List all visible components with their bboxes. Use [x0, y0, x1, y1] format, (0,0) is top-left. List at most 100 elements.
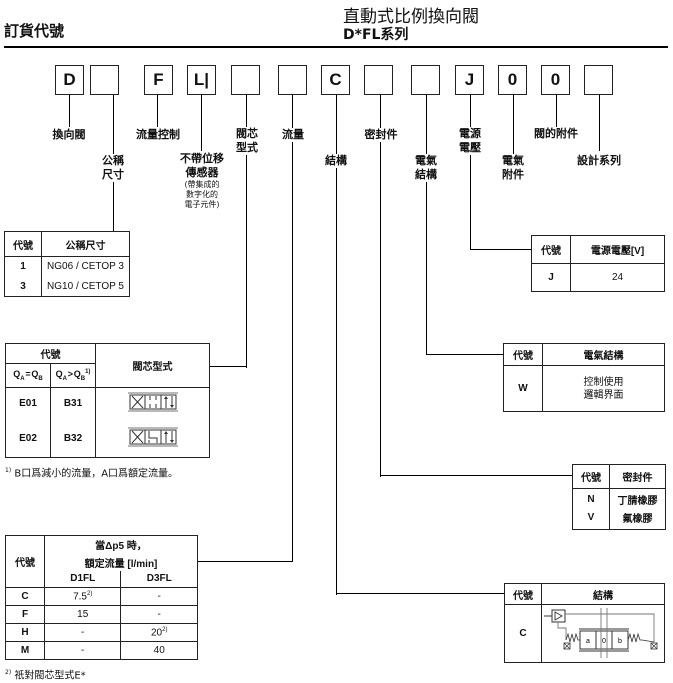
label-flow: 流量: [279, 128, 307, 142]
series-title: D*FL系列: [343, 27, 409, 43]
code-box-1: D: [55, 65, 84, 95]
cell-code: W: [503, 365, 543, 412]
code-box-9: [411, 65, 440, 95]
desc-line: 邏輯界面: [583, 389, 624, 401]
connector-line: [210, 366, 247, 368]
spool-symbol-e01-icon: [95, 387, 210, 420]
label-no-position-sensor: 不帶位移 傳感器 (帶集成的 數字化的 電子元件): [176, 152, 228, 210]
spool-symbol-e02-icon: [95, 419, 210, 458]
header-asymmetric: QA > QB1): [50, 363, 96, 388]
cell-electrical-desc: 控制使用 邏輯界面: [542, 365, 665, 412]
connector-line: [198, 561, 293, 563]
footnote-mark: 1): [5, 467, 12, 474]
header-flow-1: 當Δp5 時，: [44, 535, 198, 554]
cell-code: F: [5, 605, 45, 624]
voltage-table: 代號 電源電壓[V] J 24: [531, 235, 665, 292]
code-box-7: C: [321, 65, 350, 95]
header-code: 代號: [504, 583, 542, 605]
label-line: 電壓: [459, 141, 481, 154]
connector-line: [336, 95, 338, 595]
cell-seal: 氟橡膠: [609, 507, 666, 530]
code-box-8: [364, 65, 393, 95]
diagram-label-b: b: [618, 638, 622, 645]
connector-line: [246, 95, 248, 368]
connector-line: [556, 95, 558, 127]
cell-code: J: [531, 263, 571, 292]
product-title: 直動式比例換向閥: [343, 7, 479, 27]
connector-line: [380, 95, 382, 477]
connector-line: [599, 95, 601, 151]
value: 20: [150, 627, 163, 639]
label-electrical-accessories: 電氣 附件: [498, 154, 528, 182]
connector-line: [426, 95, 428, 355]
cell-d1fl: -: [43, 623, 122, 642]
label-note: 電子元件): [184, 200, 220, 209]
label-line: 公稱: [102, 154, 124, 167]
label-line: 電源: [459, 127, 481, 140]
flow-table: 代號 當Δp5 時， 額定流量 [l/min] D1FL D3FL C 7.52…: [5, 535, 198, 660]
cell-symmetric: E02: [5, 419, 51, 458]
label-note: (帶集成的: [184, 180, 220, 189]
code-box-4: L|: [187, 65, 216, 95]
cell-d3fl: 40: [120, 641, 198, 660]
section-title: 訂貨代號: [4, 22, 65, 40]
label-design-series: 設計系列: [575, 154, 623, 168]
electrical-table: 代號 電氣結構 W 控制使用 邏輯界面: [503, 343, 665, 412]
header-nominal-size: 公稱尺寸: [41, 231, 130, 257]
cell-d1fl: 15: [43, 605, 122, 624]
cell-code: V: [572, 507, 610, 530]
diagram-label-a: a: [586, 638, 590, 645]
label-supply-voltage: 電源 電壓: [455, 127, 485, 155]
footnote-ref: 2): [87, 590, 93, 597]
label-note: 數字化的: [186, 190, 218, 199]
header-voltage: 電源電壓[V]: [570, 235, 665, 264]
connector-line: [426, 354, 503, 356]
desc-line: 控制使用: [583, 376, 624, 388]
label-electrical-design: 電氣 結構: [411, 154, 441, 182]
value: 7.5: [73, 591, 87, 603]
spool-footnote: 1) B口爲減小的流量，A口爲額定流量。: [5, 464, 195, 480]
label-line: 閥芯: [236, 127, 258, 140]
header-d1fl: D1FL: [43, 570, 122, 588]
label-line: 電氣: [415, 154, 437, 167]
cell-voltage: 24: [570, 263, 665, 292]
label-line: 尺寸: [102, 168, 124, 181]
header-flow-2: 額定流量 [l/min]: [44, 553, 198, 571]
header-code: 代號: [5, 535, 45, 588]
spool-symbol-e02-svg: [127, 427, 178, 447]
label-line: 傳感器: [185, 166, 219, 179]
label-spool-type: 閥芯 型式: [232, 127, 262, 155]
cell-d3fl: 202): [120, 623, 198, 642]
cell-asymmetric: B32: [50, 419, 96, 458]
code-box-12: 0: [541, 65, 570, 95]
cell-code: M: [5, 641, 45, 660]
flow-footnote: 2) 祇對閥芯型式E*: [5, 666, 195, 682]
construction-table: 代號 結構 C a 0 b: [504, 583, 665, 663]
diagram-label-0: 0: [602, 638, 606, 645]
label-valve-accessories: 閥的附件: [532, 127, 580, 141]
construction-diagram-icon: a 0 b: [541, 604, 665, 663]
code-box-6: [278, 65, 307, 95]
label-line: 附件: [502, 168, 524, 181]
cell-code: N: [572, 488, 610, 507]
cell-symmetric: E01: [5, 387, 51, 420]
cell-code: H: [5, 623, 45, 642]
label-directional-valve: 換向閥: [48, 128, 90, 142]
label-flow-control: 流量控制: [130, 128, 186, 142]
connector-line: [470, 249, 531, 251]
footnote-text: 祇對閥芯型式E*: [14, 670, 86, 682]
header-seals: 密封件: [609, 464, 666, 489]
cell-asymmetric: B31: [50, 387, 96, 420]
header-electrical-design: 電氣結構: [542, 343, 665, 366]
label-line: 電氣: [502, 154, 524, 167]
code-box-5: [231, 65, 260, 95]
code-box-10: J: [455, 65, 484, 95]
cell-code: C: [504, 604, 542, 663]
header-code: 代號: [531, 235, 571, 264]
connector-line: [513, 95, 515, 155]
footnote-ref: 2): [162, 626, 168, 633]
footnote-text: B口爲減小的流量，A口爲額定流量。: [14, 468, 179, 480]
cell-code: 1: [4, 256, 42, 277]
label-seals: 密封件: [362, 128, 400, 142]
header-spool-type: 閥芯型式: [95, 343, 210, 388]
